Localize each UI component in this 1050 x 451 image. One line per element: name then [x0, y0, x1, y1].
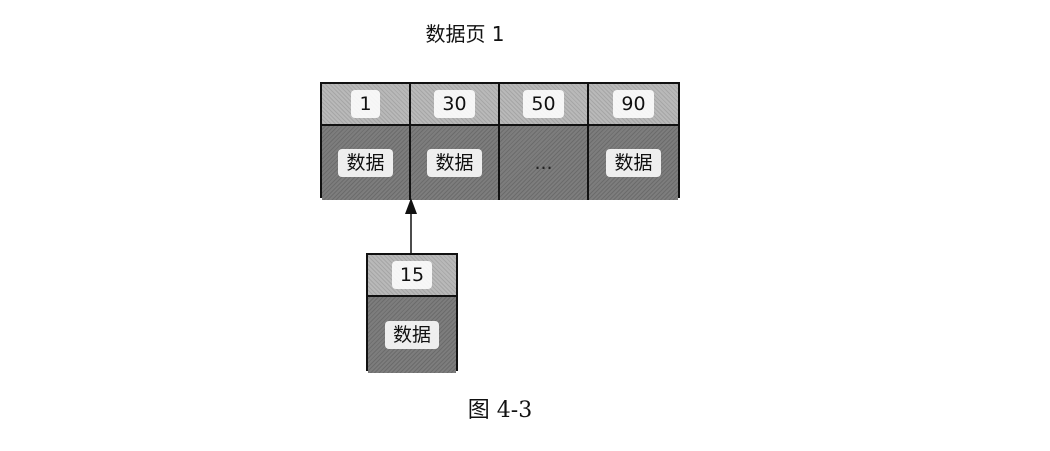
page-data-label: 数据	[606, 149, 661, 177]
record-key-label: 15	[391, 261, 433, 289]
page-data-label: 数据	[338, 149, 393, 177]
record-data-cell: 数据	[368, 297, 456, 373]
page-data-cell-4: 数据	[589, 126, 678, 200]
figure-caption: 图 4-3	[467, 398, 533, 423]
page-key-label: 50	[523, 90, 564, 118]
page-key-cell-4: 90	[589, 84, 678, 126]
page-key-cell-3: 50	[500, 84, 589, 126]
page-data-cell-1: 数据	[322, 126, 411, 200]
page-key-label: 30	[434, 90, 475, 118]
page-key-cell-1: 1	[322, 84, 411, 126]
page-key-label: 1	[351, 90, 380, 118]
record-key-cell: 15	[368, 255, 456, 297]
page-data-cell-2: 数据	[411, 126, 500, 200]
data-page: 1 30 50 90 数据 数据 ... 数据	[320, 82, 680, 200]
new-record: 15 数据	[366, 253, 458, 373]
arrow-head-icon	[405, 198, 417, 214]
page-key-label: 90	[613, 90, 654, 118]
record-data-label: 数据	[384, 321, 439, 349]
page-title: 数据页 1	[425, 22, 505, 46]
page-data-label: 数据	[427, 149, 482, 177]
page-key-cell-2: 30	[411, 84, 500, 126]
page-data-cell-3: ...	[500, 126, 589, 200]
page-data-ellipsis: ...	[534, 152, 553, 174]
